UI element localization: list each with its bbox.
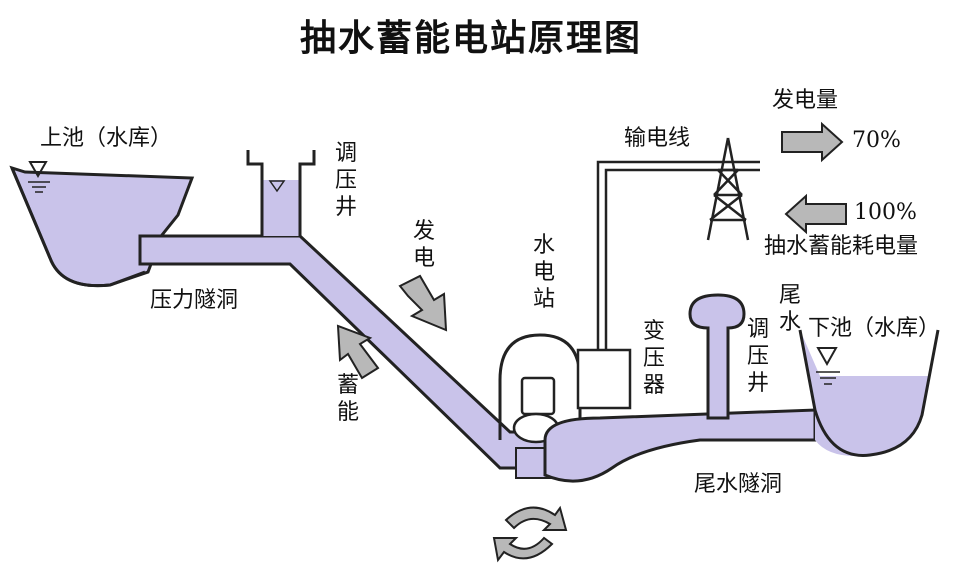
lower-water-level-icon — [816, 347, 840, 385]
storage-arrow-icon — [336, 324, 380, 380]
generation-arrow-icon — [398, 274, 448, 332]
lower-reservoir-rim — [798, 329, 940, 457]
transmission-line — [596, 160, 760, 350]
generation-pct-label: 70% — [852, 128, 901, 153]
generate-label: 发电 — [412, 219, 435, 271]
output-arrow-icon — [781, 121, 844, 163]
transmission-tower-icon — [706, 137, 750, 241]
pressure-tunnel-label: 压力隧洞 — [150, 288, 239, 313]
tailwater-label: 尾水 — [778, 283, 801, 335]
page-title: 抽水蓄能电站原理图 — [300, 17, 643, 59]
upper-surge-shaft — [262, 180, 300, 236]
lower-surge-shaft — [688, 293, 746, 420]
lower-reservoir — [800, 330, 938, 456]
lower-reservoir-label: 下池（水库） — [808, 316, 941, 341]
upper-reservoir-rim — [10, 167, 146, 288]
generator-unit — [520, 376, 556, 416]
generation-output-label: 发电量 — [772, 88, 839, 113]
input-arrow-icon — [784, 193, 847, 235]
transformer-label: 变压器 — [642, 319, 665, 398]
lower-surge-shaft-label: 调压井 — [746, 317, 769, 396]
hydro-station-label: 水电站 — [532, 233, 555, 312]
upper-surge-shaft-label: 调压井 — [334, 141, 357, 220]
storage-label: 蓄能 — [336, 373, 359, 425]
surge-level-icon — [268, 180, 286, 193]
tail-tunnel-label: 尾水隧洞 — [694, 472, 783, 497]
transformer-box — [576, 348, 632, 410]
pumping-pct-label: 100% — [854, 200, 917, 225]
tail-tunnel — [543, 408, 817, 483]
cycle-arrows-icon — [492, 505, 568, 563]
upper-reservoir-label: 上池（水库） — [40, 126, 173, 151]
upper-reservoir — [9, 165, 195, 288]
upper-water-level-icon — [28, 161, 50, 193]
transmission-line-label: 输电线 — [624, 126, 691, 151]
upper-surge-shaft-walls — [246, 150, 316, 236]
pumping-consumption-label: 抽水蓄能耗电量 — [764, 234, 919, 259]
